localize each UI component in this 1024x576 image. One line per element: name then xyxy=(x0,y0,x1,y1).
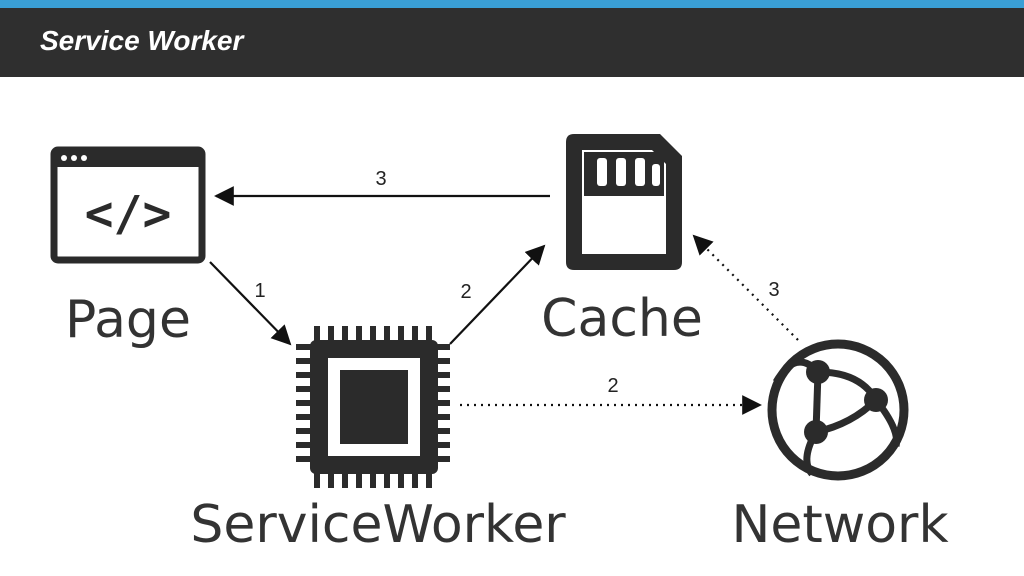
browser-code-icon: </> xyxy=(50,146,206,264)
edge-cache-to-page: 3 xyxy=(214,168,550,206)
edge-service-worker-to-cache: 2 xyxy=(449,244,546,345)
sd-card-icon xyxy=(566,134,682,270)
edge-network-to-cache: 3 xyxy=(692,234,799,341)
edge-label-3-network: 3 xyxy=(768,279,779,301)
edge-label-2-network: 2 xyxy=(607,375,618,397)
edge-label-3-page: 3 xyxy=(375,168,386,190)
header-bar: Service Worker xyxy=(0,8,1024,77)
service-worker-node: ServiceWorker xyxy=(190,326,566,555)
network-label: Network xyxy=(731,495,948,555)
globe-network-icon xyxy=(767,339,909,481)
network-node: Network xyxy=(731,339,949,555)
edge-label-2-cache: 2 xyxy=(460,281,471,303)
cache-node: Cache xyxy=(541,134,703,349)
page-node: </> Page xyxy=(50,146,206,350)
service-worker-label: ServiceWorker xyxy=(190,495,566,555)
page-title: Service Worker xyxy=(40,25,244,56)
cache-label: Cache xyxy=(541,289,703,349)
code-glyph: </> xyxy=(85,186,172,242)
accent-bar xyxy=(0,0,1024,8)
page-label: Page xyxy=(65,290,191,350)
cpu-chip-icon xyxy=(296,326,450,488)
edge-page-to-service-worker: 1 xyxy=(209,261,292,346)
edge-label-1: 1 xyxy=(254,280,265,302)
edge-service-worker-to-network: 2 xyxy=(460,375,762,415)
